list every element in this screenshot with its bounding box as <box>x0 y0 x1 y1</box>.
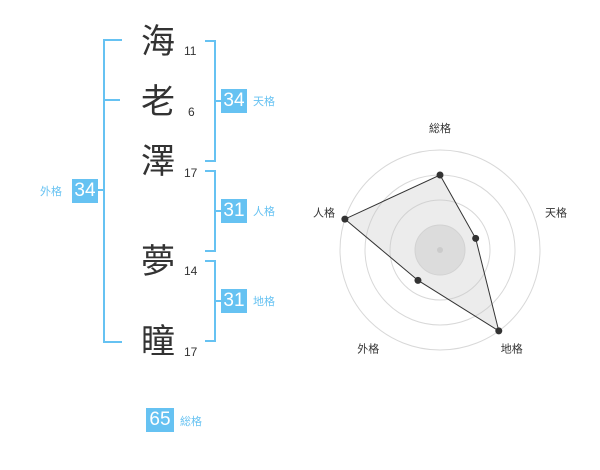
stroke-count-5: 17 <box>184 345 198 359</box>
name-char-3: 澤 <box>141 142 175 182</box>
jinkaku-value: 31 <box>221 199 247 223</box>
radar-point-3 <box>495 327 503 335</box>
radar-point-5 <box>341 215 349 223</box>
radar-point-4 <box>414 276 422 284</box>
radar-axis-label: 地格 <box>501 342 523 356</box>
stroke-count-4: 14 <box>184 264 198 278</box>
jinkaku-connector <box>214 210 222 212</box>
radar-ring <box>389 199 491 301</box>
radar-point-2 <box>472 234 480 242</box>
name-char-2: 老 <box>141 82 175 122</box>
tenkaku-connector <box>214 100 222 102</box>
tenkaku-label: 天格 <box>253 95 275 108</box>
name-char-4: 夢 <box>141 242 175 282</box>
stroke-count-1: 11 <box>184 44 197 58</box>
radar-axis-label: 人格 <box>313 205 335 219</box>
stroke-count-3: 17 <box>184 166 198 180</box>
gaikaku-bracket-tick <box>103 99 120 101</box>
gaikaku-label: 外格 <box>40 185 62 198</box>
chikaku-connector <box>214 300 222 302</box>
gaikaku-value: 34 <box>72 179 98 203</box>
radar-axis-label: 総格 <box>429 121 451 135</box>
gaikaku-bracket <box>103 39 122 343</box>
soukaku-label: 総格 <box>180 415 202 428</box>
stroke-count-2: 6 <box>188 105 195 119</box>
chikaku-value: 31 <box>221 289 247 313</box>
name-char-1: 海 <box>141 22 175 62</box>
soukaku-value: 65 <box>146 408 174 432</box>
jinkaku-label: 人格 <box>253 205 275 218</box>
chikaku-label: 地格 <box>253 295 275 308</box>
radar-center <box>437 247 443 253</box>
radar-series-polygon <box>343 174 500 332</box>
gaikaku-connector <box>96 189 105 191</box>
tenkaku-value: 34 <box>221 89 247 113</box>
radar-axis-label: 天格 <box>545 205 567 219</box>
radar-axis-label: 外格 <box>357 342 379 356</box>
radar-point-1 <box>436 171 444 179</box>
radar-ring <box>339 149 541 351</box>
name-char-5: 瞳 <box>141 322 175 362</box>
